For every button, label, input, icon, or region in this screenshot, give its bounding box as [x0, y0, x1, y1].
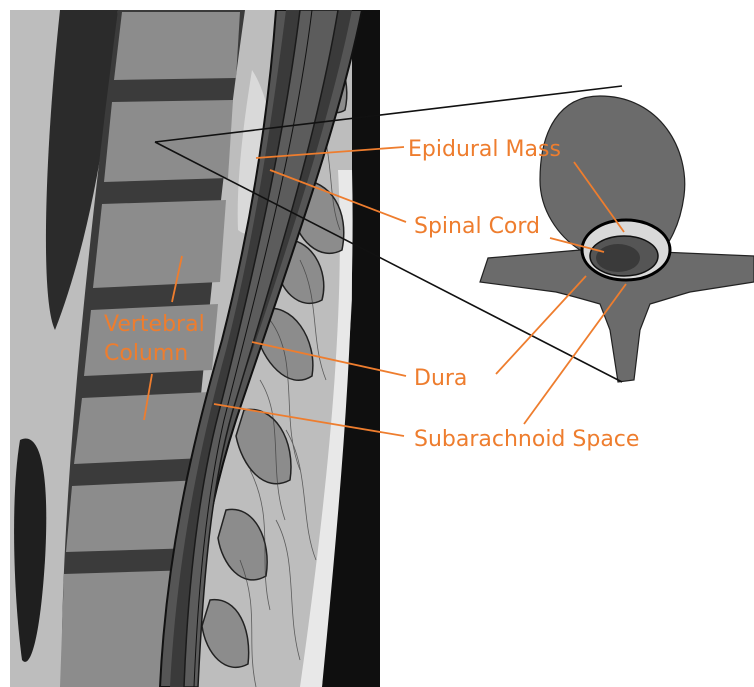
- leader-subarachnoid-space-axial: [524, 284, 626, 424]
- label-vertebral-column-line2: Column: [104, 341, 188, 366]
- vertebral-body: [93, 200, 226, 288]
- label-subarachnoid-space: Subarachnoid Space: [414, 427, 639, 452]
- sagittal-section: [10, 10, 380, 687]
- vertebral-body: [114, 12, 240, 80]
- label-vertebral-column-line1: Vertebral: [104, 312, 205, 337]
- vertebral-body: [74, 392, 210, 464]
- label-dura: Dura: [414, 366, 467, 391]
- label-epidural-mass: Epidural Mass: [408, 137, 561, 162]
- label-spinal-cord: Spinal Cord: [414, 214, 540, 239]
- axial-spinal-cord: [596, 244, 640, 272]
